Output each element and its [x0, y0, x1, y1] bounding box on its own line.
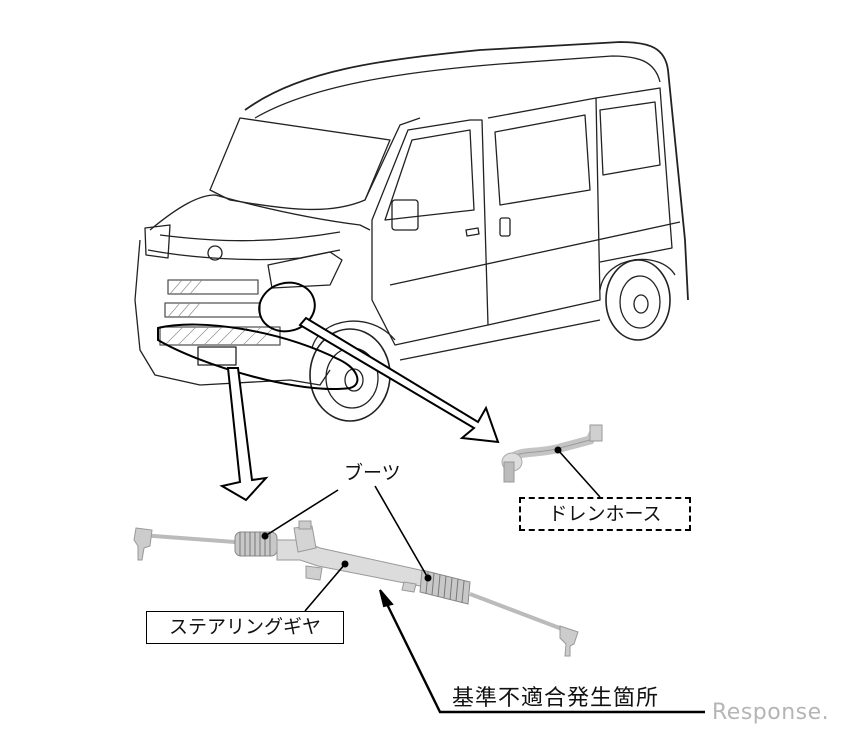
drain-hose-leader-dot	[554, 446, 562, 454]
drain-hose-top-fitting	[589, 424, 603, 442]
defect-location-label: 基準不適合発生箇所	[452, 686, 660, 711]
drain-hose-tube	[507, 427, 599, 463]
rocker	[399, 319, 601, 361]
steering-gear-highlight-loop	[157, 323, 359, 390]
hood-crease	[159, 231, 341, 242]
right-tie-rod	[469, 592, 571, 634]
sliding-window	[494, 114, 591, 206]
drain-hose-label: ドレンホース	[519, 497, 691, 531]
left-tie-rod-end	[133, 527, 153, 561]
a-pillar	[364, 117, 421, 201]
front-upper	[147, 249, 341, 261]
side-molding	[389, 221, 681, 286]
right-boot	[419, 569, 471, 605]
drain-hose-part	[501, 424, 603, 498]
headlight-right	[267, 251, 343, 289]
boots-leader-right-dot	[424, 574, 432, 582]
right-tie-rod-end	[559, 625, 579, 657]
hood	[149, 194, 371, 231]
middle-grille	[164, 302, 261, 318]
left-tie-rod	[139, 533, 236, 544]
front-wheel	[309, 328, 391, 422]
steering-gear-leader-dot	[341, 560, 349, 568]
sliding-door	[487, 97, 601, 326]
rear-window	[599, 101, 661, 176]
front-wheel-arch	[311, 320, 396, 349]
drain-hose-highlight-ellipse	[258, 281, 316, 333]
upper-grille	[167, 279, 259, 295]
arrow-to-steering-gear	[219, 367, 269, 502]
mirror	[391, 199, 419, 231]
door-handle	[499, 217, 511, 237]
license-plate	[197, 346, 237, 366]
rear-wheel	[605, 259, 671, 341]
pinion-top	[298, 520, 312, 530]
defect-location-leader	[380, 593, 705, 714]
van-roof-inner	[254, 55, 661, 119]
lower-grille	[159, 326, 281, 346]
windshield	[209, 117, 391, 211]
front-door-handle	[465, 227, 480, 237]
defect-location-arrowhead	[379, 589, 394, 608]
front-door	[371, 119, 489, 346]
emblem	[207, 245, 223, 261]
boots-leader-left	[264, 489, 339, 537]
steering-gear-label: ステアリングギヤ	[146, 611, 344, 644]
van-illustration	[134, 41, 689, 422]
callout-marks	[157, 281, 500, 502]
pinion-tower	[293, 525, 317, 553]
grille-hatching	[164, 279, 275, 346]
front-face	[134, 239, 331, 386]
arrow-to-drain-hose	[298, 316, 500, 444]
front-window	[384, 129, 475, 221]
rear-quarter	[595, 87, 673, 263]
steering-gear-part	[133, 485, 705, 714]
rear-wheel-arch	[599, 258, 676, 291]
response-watermark: Response.	[712, 700, 830, 725]
boots-label: ブーツ	[344, 462, 401, 484]
van-roof	[244, 41, 689, 301]
mount-bracket	[305, 565, 323, 581]
drain-hose-leader	[557, 449, 601, 498]
boots-leader-right	[374, 485, 429, 579]
headlight-left	[144, 224, 171, 259]
left-boot	[234, 531, 278, 557]
boots-leader-left-dot	[261, 532, 269, 540]
steering-gear-leader	[304, 563, 346, 612]
right-mount-bracket	[401, 581, 417, 593]
drain-hose-outlet	[503, 461, 515, 483]
